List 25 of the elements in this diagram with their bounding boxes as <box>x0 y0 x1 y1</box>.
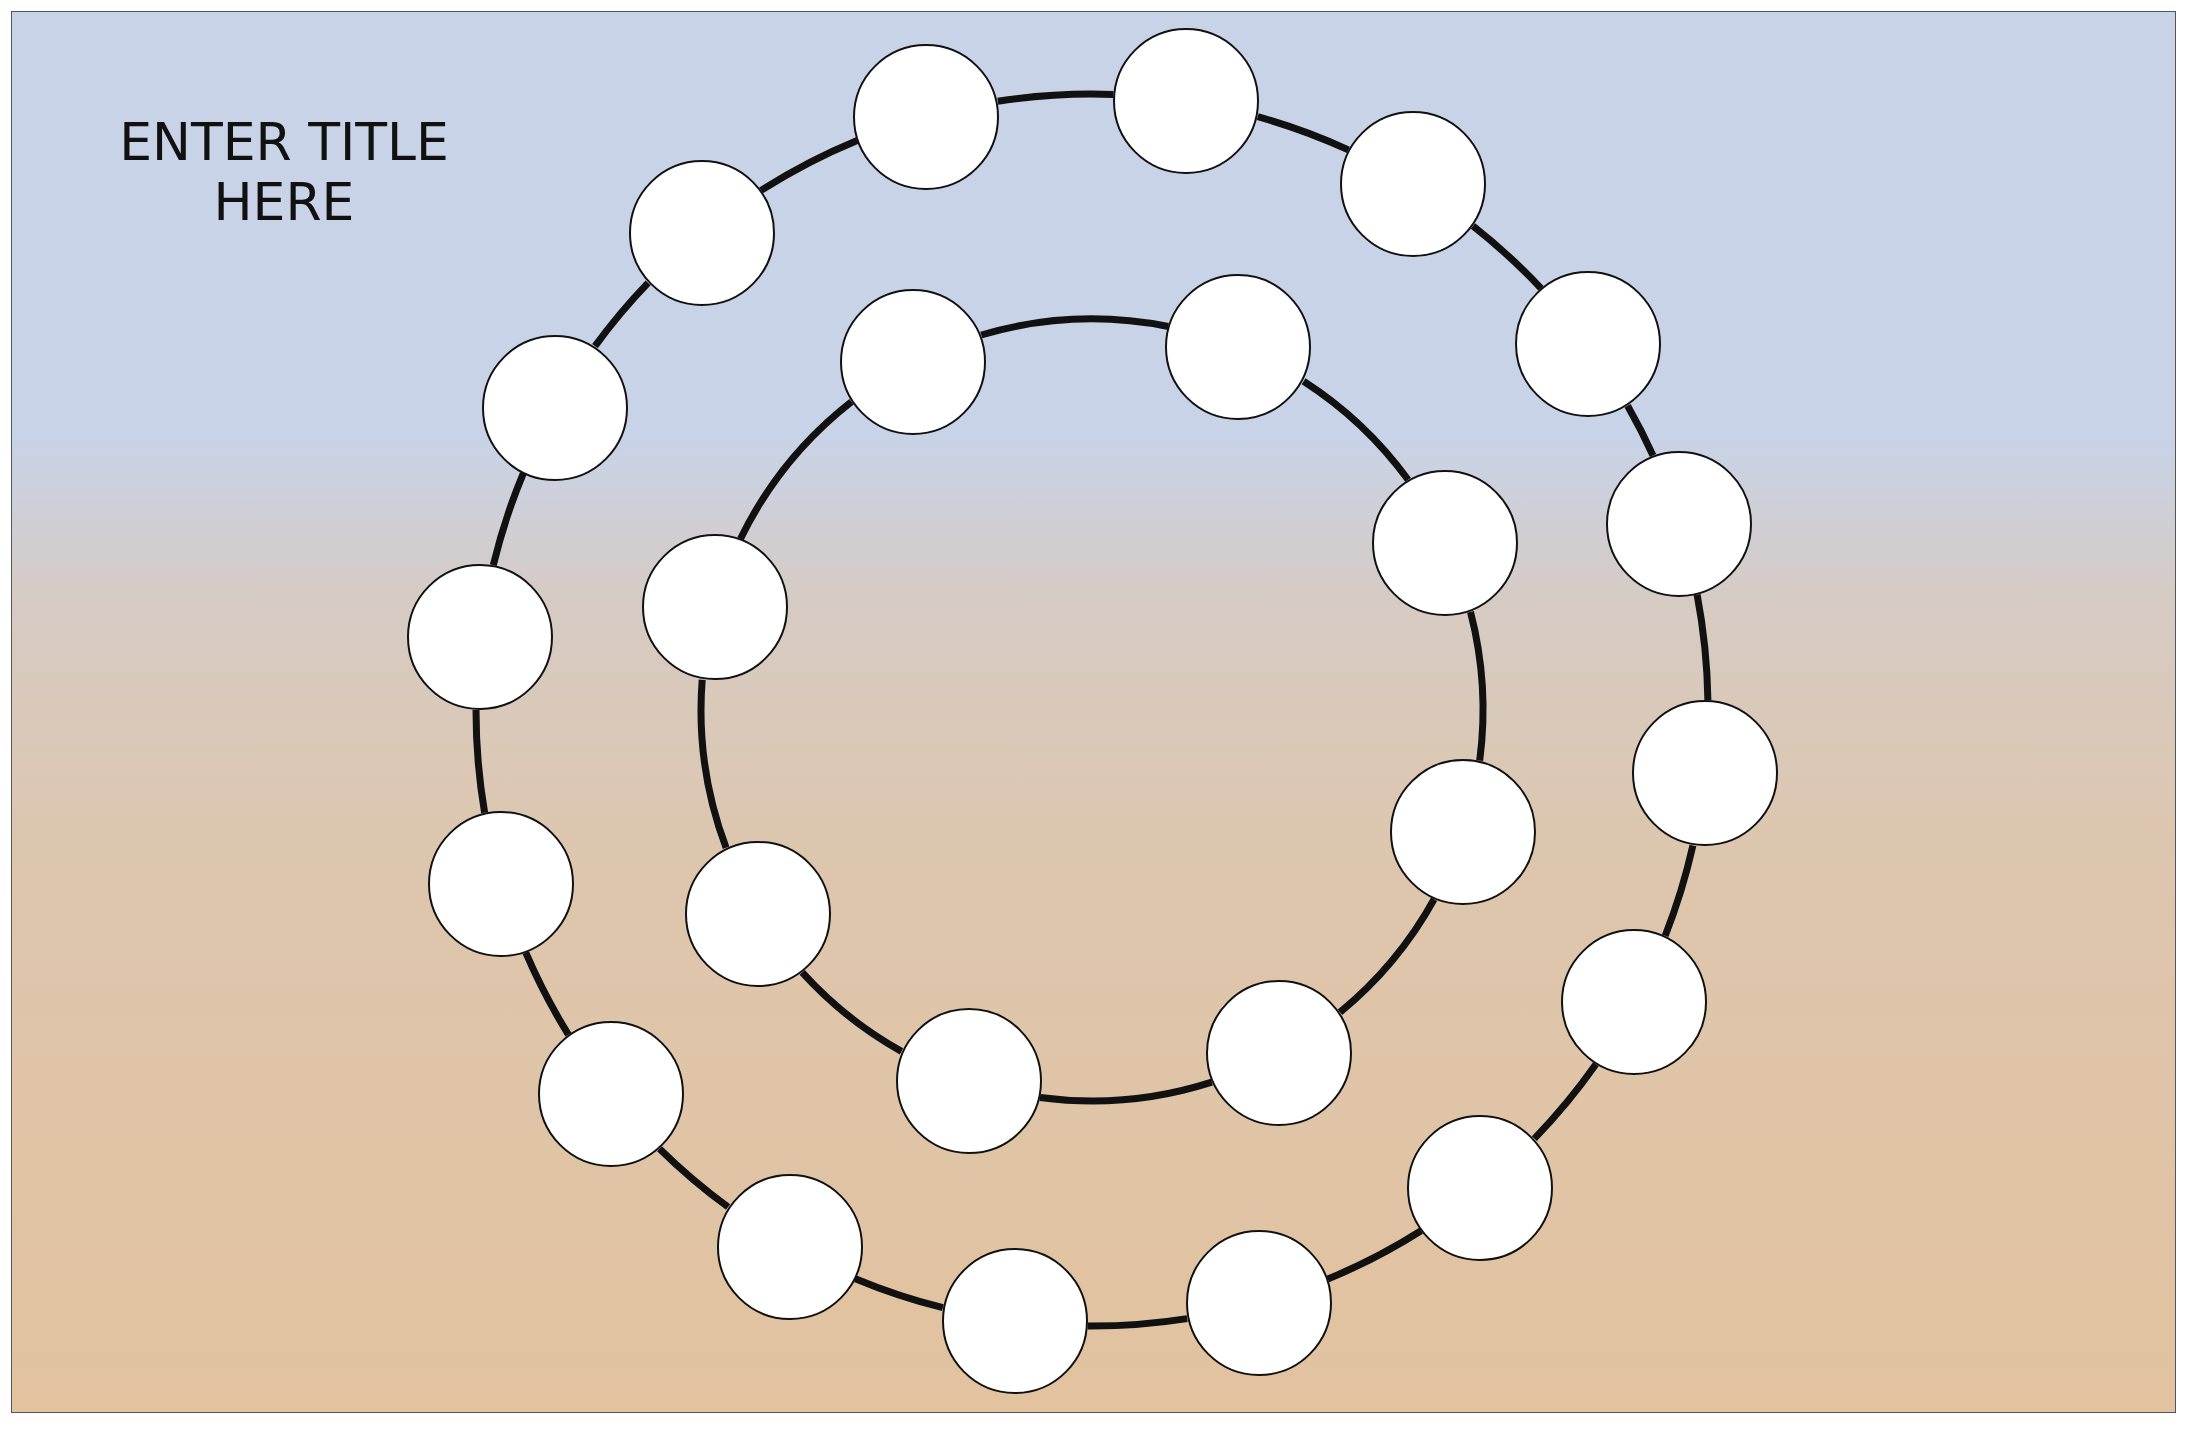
connector-line <box>854 1275 944 1312</box>
connector-line <box>472 710 489 814</box>
connector-line <box>980 315 1169 339</box>
connector-line <box>697 679 730 849</box>
connector-line <box>1467 611 1487 761</box>
connector-line <box>1087 1315 1188 1330</box>
title: ENTER TITLE HERE <box>118 112 450 232</box>
connector-line <box>1470 223 1544 291</box>
connector-line <box>1693 594 1712 701</box>
connector-line <box>1661 844 1697 937</box>
connector-line <box>592 280 651 349</box>
connector-line <box>1531 1062 1599 1141</box>
connector-line <box>1256 113 1350 154</box>
connector-line <box>1624 404 1657 457</box>
connector-line <box>522 951 572 1037</box>
connector-line <box>737 399 854 541</box>
connector-line <box>799 969 904 1055</box>
connector-line <box>489 472 527 566</box>
connector-line <box>1337 897 1438 1015</box>
connector-line <box>1326 1227 1423 1283</box>
connector-line <box>1301 378 1411 482</box>
connector-line <box>1039 1078 1213 1105</box>
connector-line <box>657 1146 731 1210</box>
connector-line <box>759 137 859 194</box>
connector-line <box>997 90 1114 105</box>
